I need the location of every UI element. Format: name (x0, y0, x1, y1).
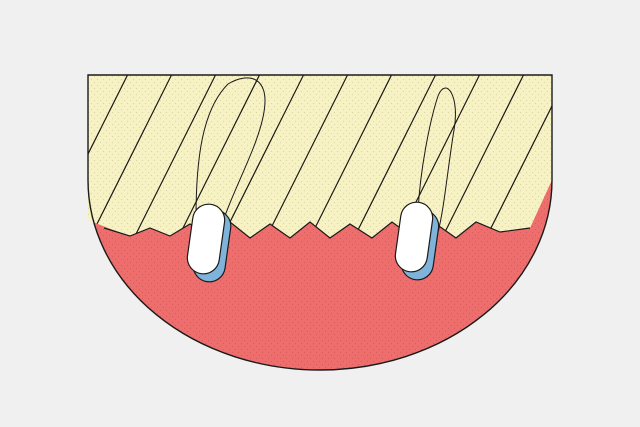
left-pill (186, 203, 232, 283)
hatch-line (88, 75, 175, 238)
hatch-line (88, 75, 131, 238)
left-loop-outline (195, 77, 266, 237)
hatch-line (347, 75, 439, 238)
hatch-line (0, 70, 42, 250)
hatch-line (479, 75, 552, 238)
hatch-line (612, 70, 640, 250)
hatch-line (303, 75, 395, 238)
hatch-line (259, 75, 351, 238)
hatch-line (127, 75, 219, 238)
hatch-line (568, 70, 640, 250)
bowl-outline (87, 74, 553, 371)
hatch-line (171, 75, 263, 238)
right-pill (394, 201, 440, 281)
hatched-yellow-upper-region (0, 70, 640, 250)
hatch-line (435, 75, 527, 238)
zigzag-boundary (103, 221, 531, 239)
right-loop-outline (417, 87, 456, 233)
hatch-line (0, 70, 86, 250)
hatch-line (215, 75, 307, 238)
